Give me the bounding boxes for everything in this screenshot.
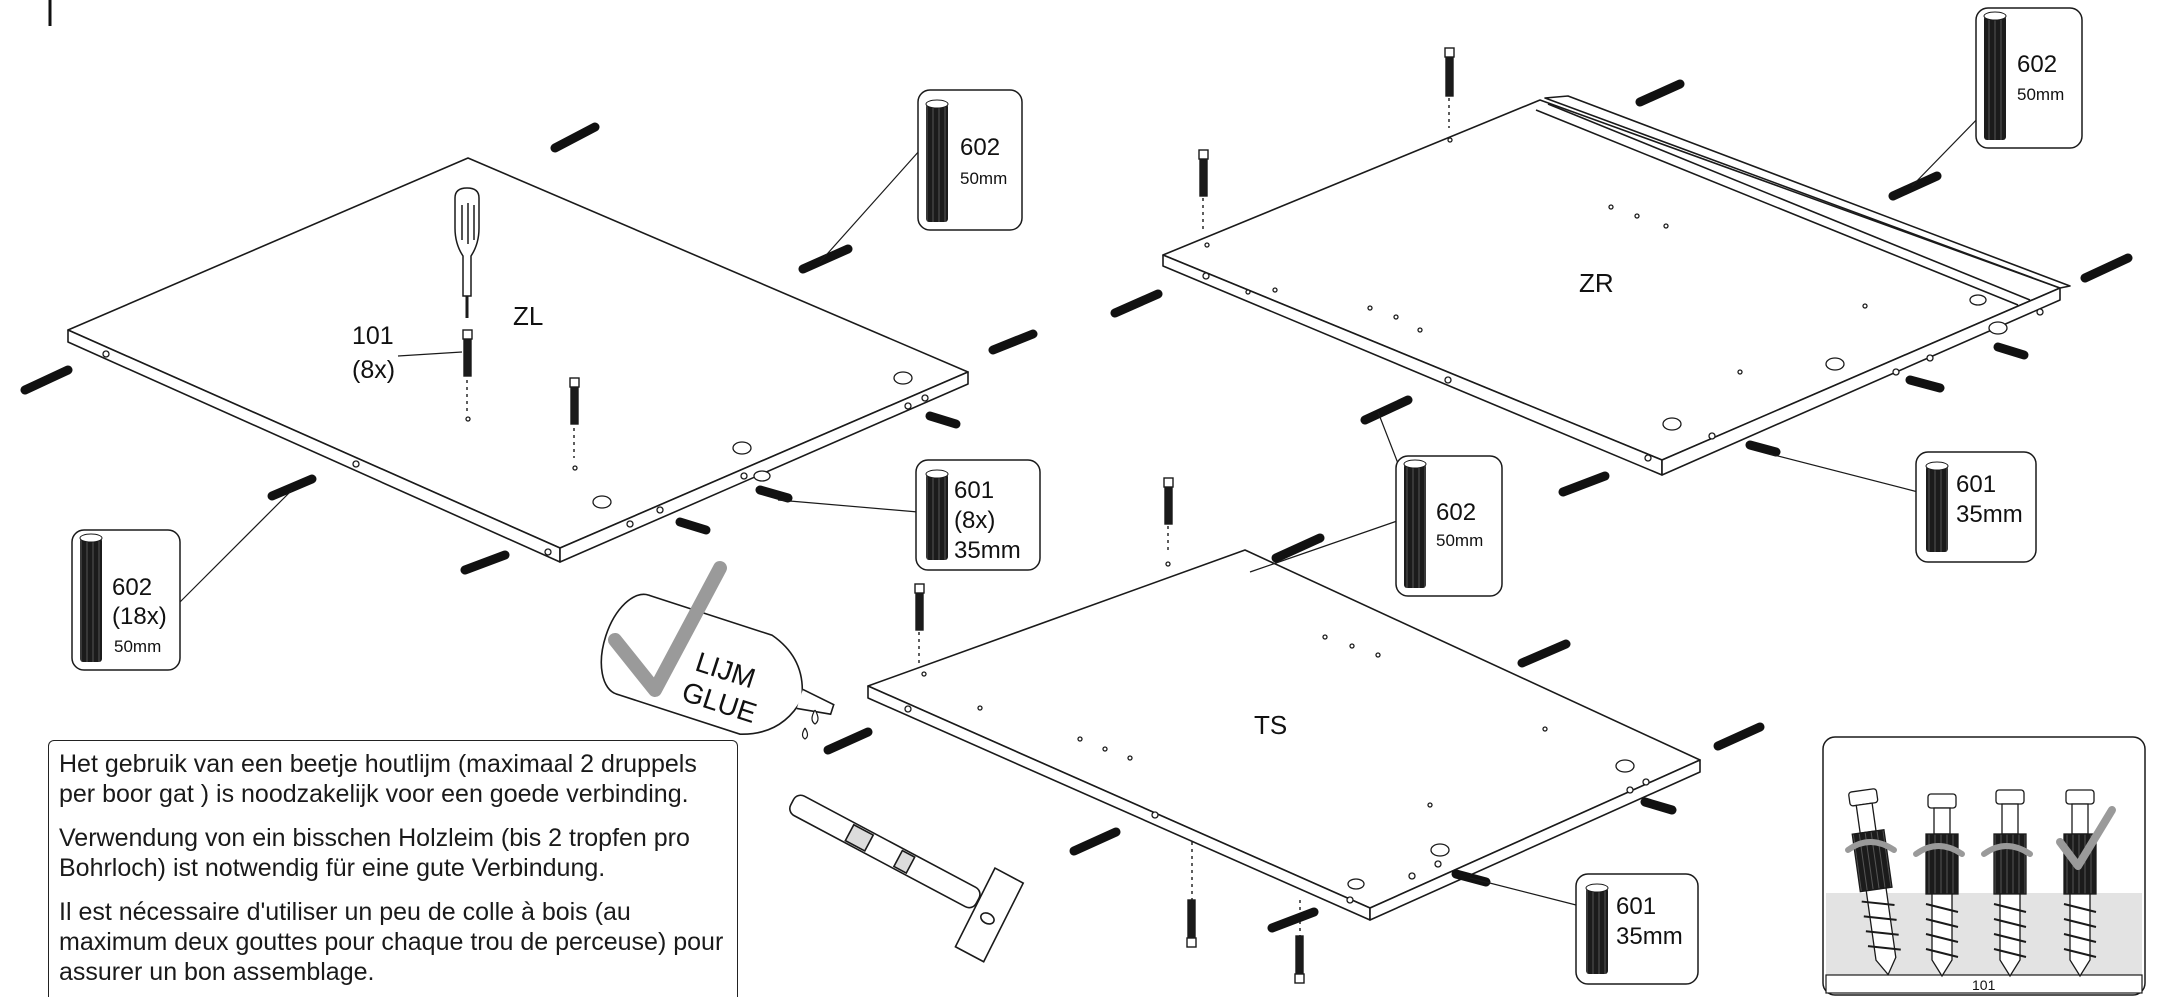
- panel-ts-holes: [904, 561, 1650, 904]
- callout-qty: (18x): [112, 603, 167, 630]
- callout-code: 601: [954, 477, 994, 504]
- instruction-dutch: Het gebruik van een beetje houtlijm (max…: [59, 750, 697, 808]
- callout-602-ts: 602 50mm: [1395, 455, 1503, 597]
- callout-602-18x: 602 (18x) 50mm: [71, 529, 181, 671]
- callout-601-zr: 601 35mm: [1915, 451, 2037, 563]
- screw-detail-panel: 101: [1822, 736, 2146, 996]
- callout-size: 35mm: [1956, 501, 2023, 528]
- cam-screw-icon: [462, 329, 580, 458]
- panel-zr: [1162, 95, 2071, 476]
- dowel-icon: [80, 538, 102, 662]
- checkmark-icon: [2056, 806, 2116, 870]
- callout-code: 602: [2017, 51, 2057, 78]
- leaders-zl: [179, 149, 921, 603]
- callout-code: 601: [1956, 471, 1996, 498]
- callout-code: 601: [1616, 893, 1656, 920]
- panel-ts-label: TS: [1254, 710, 1287, 740]
- callout-size: 50mm: [2017, 85, 2064, 104]
- panel-ts: [867, 549, 1701, 921]
- dowels-zr: [1110, 79, 2133, 497]
- callout-code: 602: [960, 134, 1000, 161]
- callout-code: 602: [112, 574, 152, 601]
- panel-zl-label: ZL: [513, 301, 543, 331]
- callout-601-ts: 601 35mm: [1575, 873, 1699, 985]
- dowel-icon: [1586, 888, 1608, 974]
- screw-leader: [397, 351, 463, 357]
- glue-bottle-icon: LIJM GLUE: [600, 561, 835, 740]
- callout-size: 50mm: [960, 169, 1007, 188]
- screw-qty: (8x): [352, 356, 395, 384]
- callout-size: 35mm: [954, 537, 1021, 564]
- dowel-icon: [926, 104, 948, 222]
- instruction-german: Verwendung von ein bisschen Holzleim (bi…: [59, 824, 690, 882]
- callout-size: 50mm: [114, 637, 161, 656]
- instruction-french: Il est nécessaire d'utiliser un peu de c…: [59, 898, 724, 986]
- hammer-icon: [789, 794, 1025, 963]
- dowels-zl: [20, 122, 1038, 575]
- checkmark-icon: [608, 561, 727, 697]
- cam-screw-icon: [1198, 47, 1455, 232]
- callout-602-zl: 602 50mm: [917, 89, 1023, 231]
- leaders-ts: [1249, 519, 1581, 907]
- panel-zr-label: ZR: [1579, 268, 1614, 298]
- panel-zr-holes: [1202, 137, 2044, 462]
- callout-size: 50mm: [1436, 531, 1483, 550]
- screwdriver-icon: [454, 187, 480, 318]
- dowel-icon: [1926, 466, 1948, 552]
- rotate-arrow-icon: [1845, 839, 2033, 857]
- screw-code: 101: [352, 322, 394, 350]
- screw-detail-label: 101: [1972, 977, 1996, 993]
- dowel-icon: [926, 474, 948, 560]
- glue-instruction-box: Het gebruik van een beetje houtlijm (max…: [48, 740, 738, 997]
- callout-code: 602: [1436, 499, 1476, 526]
- dowel-icon: [1404, 464, 1426, 588]
- dowel-icon: [1984, 16, 2006, 140]
- panel-zl: [67, 157, 969, 563]
- cam-screw-icon: [914, 477, 1305, 984]
- callout-qty: (8x): [954, 507, 995, 534]
- panel-zl-holes: [102, 350, 929, 556]
- callout-601-zl: 601 (8x) 35mm: [915, 459, 1041, 571]
- callout-size: 35mm: [1616, 923, 1683, 950]
- callout-602-zr: 602 50mm: [1975, 7, 2083, 149]
